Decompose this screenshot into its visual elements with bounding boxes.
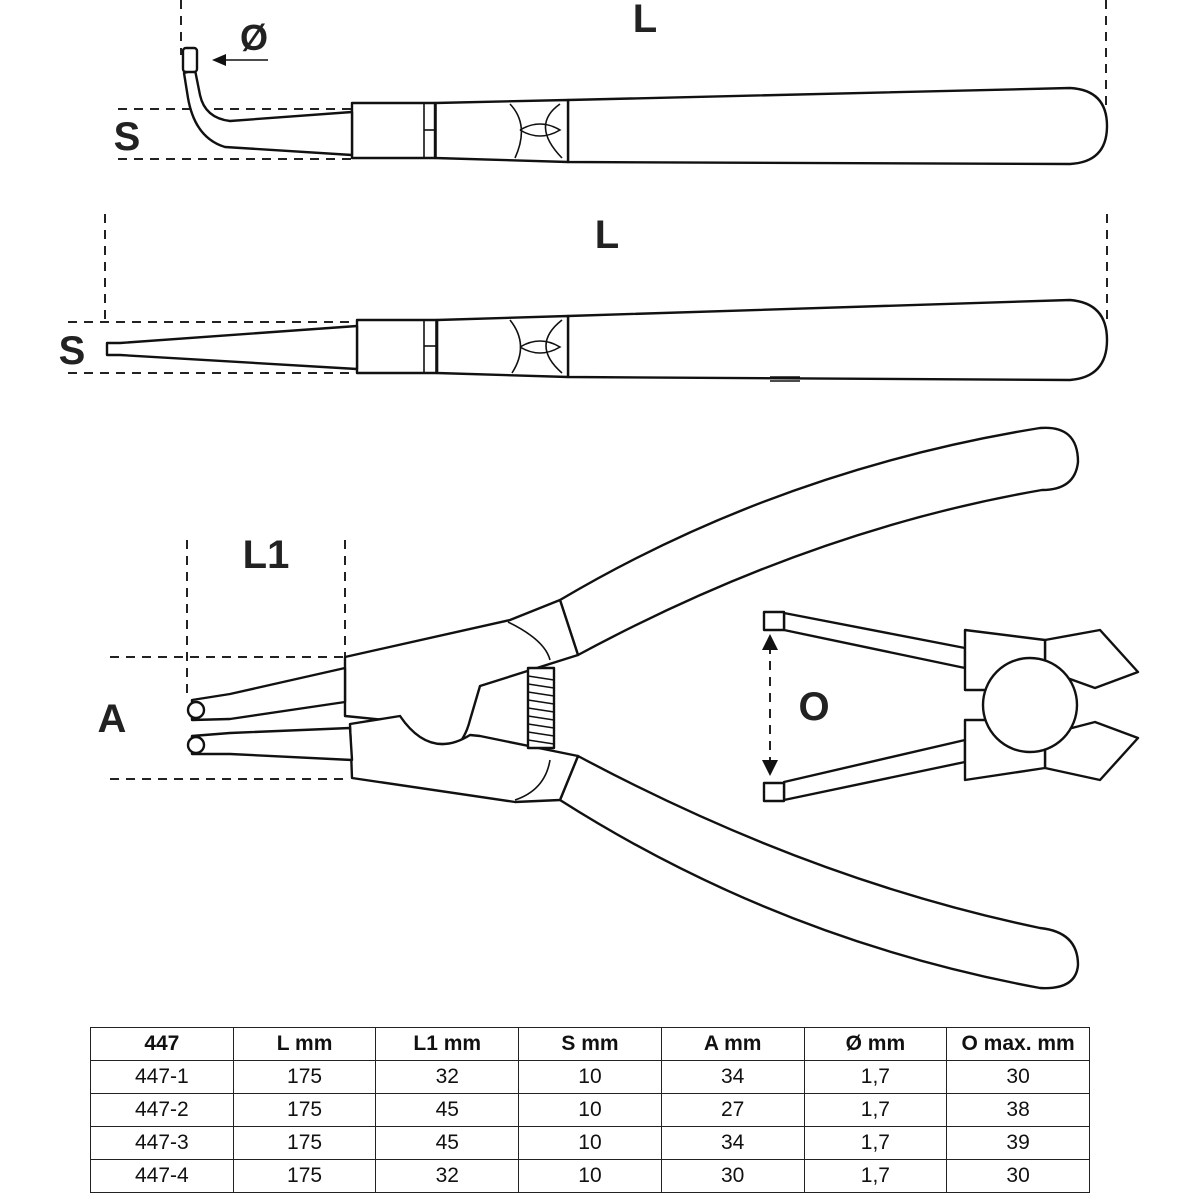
label-tip-spacing: A [98,697,127,741]
header-diameter: Ø mm [803,1027,948,1061]
cell-thickness: 10 [518,1060,662,1094]
header-length: L mm [232,1027,377,1061]
cell-opening: 30 [946,1060,1090,1094]
cell-diameter: 1,7 [803,1060,948,1094]
straight-tip-pliers-side-view: L S [59,213,1109,382]
cell-thickness: 10 [518,1093,662,1127]
table-row: 447-3 175 45 10 34 1,7 39 [90,1126,1090,1160]
specification-table: 447 L mm L1 mm S mm A mm Ø mm O max. mm … [90,1027,1090,1193]
cell-length: 175 [232,1093,377,1127]
cell-model: 447-3 [90,1126,234,1160]
label-tip-length: L1 [243,533,290,577]
cell-model: 447-1 [90,1060,234,1094]
header-model: 447 [90,1027,234,1061]
label-middle-length: L [595,213,619,257]
cell-diameter: 1,7 [803,1126,948,1160]
cell-opening: 30 [946,1159,1090,1193]
cell-tip-spacing: 30 [660,1159,805,1193]
cell-thickness: 10 [518,1126,662,1160]
cell-diameter: 1,7 [803,1093,948,1127]
label-top-thickness: S [114,115,141,159]
header-opening: O max. mm [946,1027,1090,1061]
cell-tip-length: 45 [375,1093,520,1127]
table-row: 447-4 175 32 10 30 1,7 30 [90,1159,1090,1193]
pliers-open-detail: O [762,610,1140,803]
cell-opening: 39 [946,1126,1090,1160]
cell-tip-spacing: 34 [660,1126,805,1160]
cell-model: 447-4 [90,1159,234,1193]
pliers-front-view: L1 A [98,426,1080,990]
cell-tip-length: 32 [375,1060,520,1094]
cell-length: 175 [232,1126,377,1160]
cell-diameter: 1,7 [803,1159,948,1193]
table-header-row: 447 L mm L1 mm S mm A mm Ø mm O max. mm [90,1027,1090,1061]
header-tip-spacing: A mm [660,1027,805,1061]
cell-tip-length: 45 [375,1126,520,1160]
cell-tip-length: 32 [375,1159,520,1193]
label-diameter: Ø [240,17,268,58]
table-row: 447-2 175 45 10 27 1,7 38 [90,1093,1090,1127]
label-opening: O [798,685,829,729]
cell-model: 447-2 [90,1093,234,1127]
label-top-length: L [633,0,657,41]
header-tip-length: L1 mm [375,1027,520,1061]
cell-length: 175 [232,1060,377,1094]
pliers-technical-drawing: L Ø S L S [59,0,1140,990]
header-thickness: S mm [518,1027,662,1061]
cell-length: 175 [232,1159,377,1193]
bent-tip-pliers-side-view: L Ø S [114,0,1109,166]
label-middle-thickness: S [59,329,86,373]
cell-tip-spacing: 34 [660,1060,805,1094]
table-row: 447-1 175 32 10 34 1,7 30 [90,1060,1090,1094]
cell-opening: 38 [946,1093,1090,1127]
cell-thickness: 10 [518,1159,662,1193]
cell-tip-spacing: 27 [660,1093,805,1127]
